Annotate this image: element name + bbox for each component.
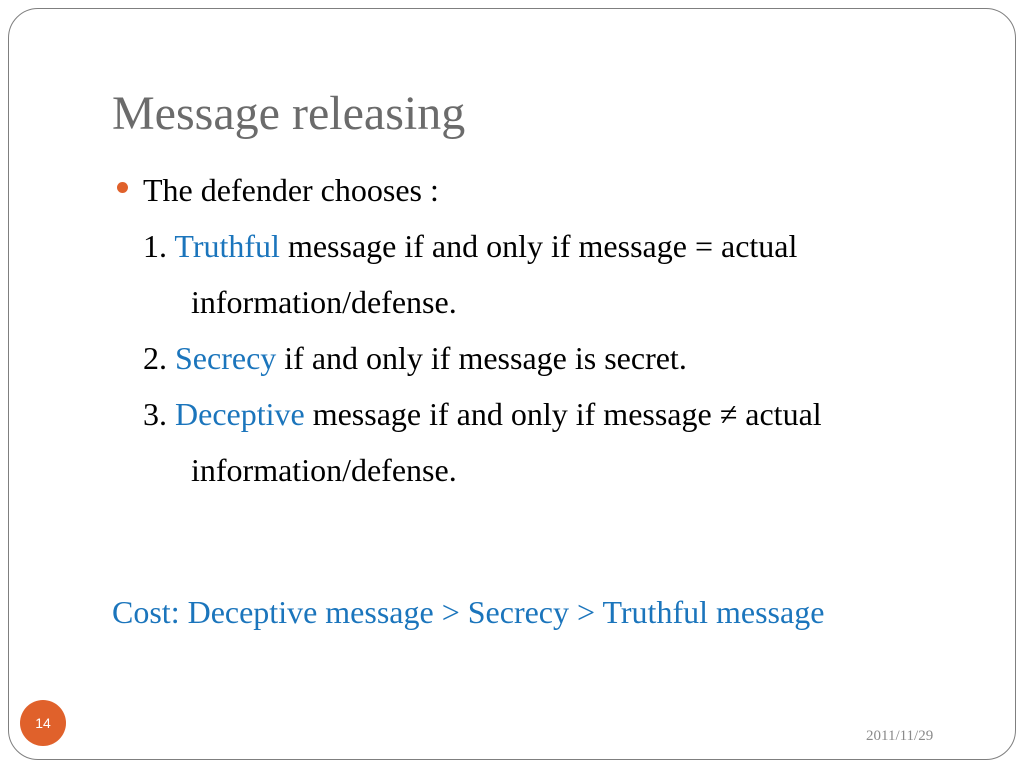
item-1-text: message if and only if message = actual	[279, 228, 798, 264]
slide-date: 2011/11/29	[866, 728, 934, 744]
item-2-keyword: Secrecy	[175, 340, 277, 376]
item-3: 3. Deceptive message if and only if mess…	[143, 398, 822, 430]
item-3-continuation: information/defense.	[191, 452, 457, 488]
item-1-continuation: information/defense.	[191, 284, 457, 320]
bullet-dot-icon	[117, 182, 128, 193]
bullet-text: The defender chooses :	[143, 172, 439, 208]
item-1: 1. Truthful message if and only if messa…	[143, 230, 797, 262]
item-3-number: 3.	[143, 396, 175, 432]
page-number: 14	[35, 715, 51, 731]
item-1-keyword: Truthful	[174, 228, 280, 264]
page-number-badge: 14	[20, 700, 66, 746]
slide-title: Message releasing	[112, 87, 466, 140]
item-2-number: 2.	[143, 340, 175, 376]
slide-frame	[8, 8, 1016, 760]
item-2-text: if and only if message is secret.	[276, 340, 687, 376]
item-3-text: message if and only if message ≠ actual	[304, 396, 822, 432]
item-2: 2. Secrecy if and only if message is sec…	[143, 342, 687, 374]
cost-line: Cost: Deceptive message > Secrecy > Trut…	[112, 594, 825, 630]
item-3-keyword: Deceptive	[175, 396, 305, 432]
item-1-number: 1.	[143, 228, 175, 264]
